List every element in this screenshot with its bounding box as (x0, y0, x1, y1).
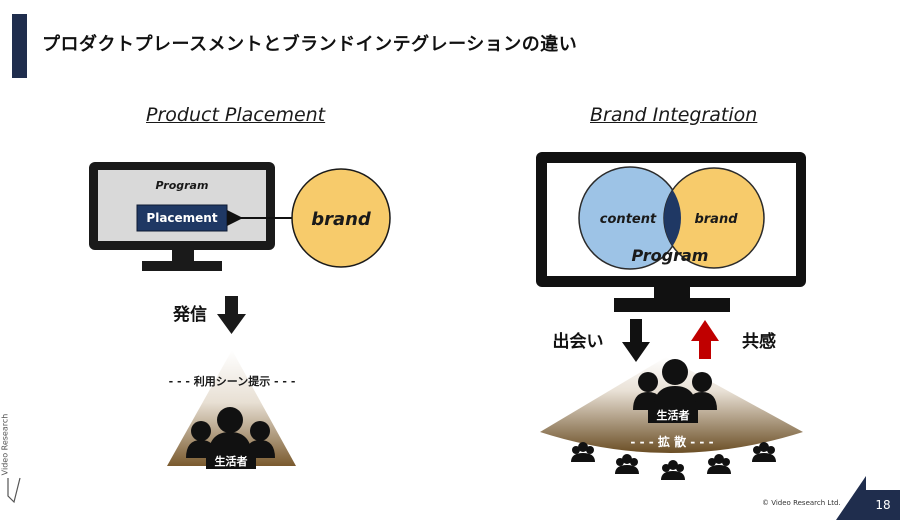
spread-label: - - - 拡 散 - - - (630, 434, 713, 449)
title-accent-bar (12, 14, 27, 78)
right-brand-label: brand (694, 212, 738, 227)
left-consumer-label-box (206, 451, 256, 469)
left-consumer-label: 生活者 (215, 454, 248, 468)
left-brand-label: brand (311, 209, 372, 230)
empathy-label: 共感 (742, 331, 776, 352)
encounter-down-arrow (622, 319, 650, 362)
right-consumer-label-box (648, 405, 698, 423)
empathy-up-arrow (691, 320, 719, 359)
encounter-label: 出会い (553, 331, 604, 352)
video-research-logo-mark (7, 477, 21, 504)
side-logo-text: Video Research (0, 413, 10, 476)
transmit-down-arrow (217, 296, 246, 334)
left-program-label: Program (156, 179, 209, 192)
brand-integration-heading: Brand Integration (590, 104, 758, 126)
right-consumer-label: 生活者 (657, 408, 690, 422)
product-placement-heading: Product Placement (146, 104, 326, 126)
right-program-label: Program (632, 246, 709, 265)
left-brand-circle (291, 168, 391, 268)
small-people-icons (571, 442, 776, 480)
placement-label: Placement (146, 211, 217, 225)
transmit-label: 発信 (172, 304, 207, 325)
copyright-text: © Video Research Ltd. (762, 499, 841, 507)
content-label: content (600, 212, 657, 227)
scene-label: - - - 利用シーン提示 - - - (169, 374, 296, 388)
placement-box (136, 204, 228, 232)
page-number: 18 (866, 490, 900, 520)
page-number-slash (836, 476, 866, 520)
slide-title: プロダクトプレースメントとブランドインテグレーションの違い (42, 34, 578, 55)
